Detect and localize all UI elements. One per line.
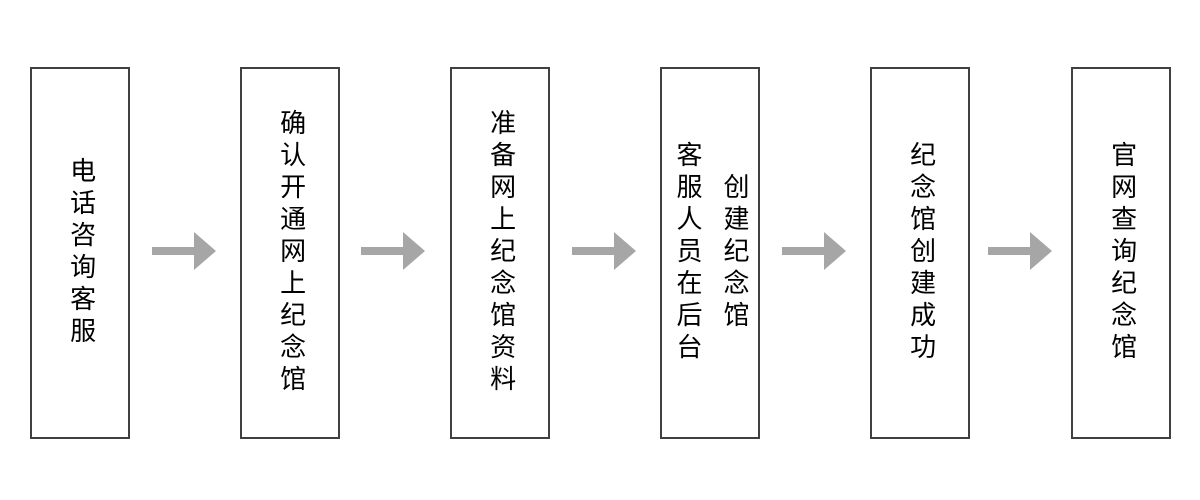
flow-step-3-label: 准备网上纪念馆资料 — [485, 109, 516, 397]
flow-step-5-label: 纪念馆创建成功 — [905, 141, 936, 365]
flow-step-6: 官网查询纪念馆 — [1071, 67, 1171, 439]
arrow-right-icon — [361, 232, 425, 270]
arrow-right-icon — [572, 232, 636, 270]
flow-step-3: 准备网上纪念馆资料 — [450, 67, 550, 439]
flow-step-1-label: 电话咨询客服 — [65, 157, 96, 349]
arrow-right-icon — [152, 232, 216, 270]
flow-step-4-label: 客服人员在后台 创建纪念馆 — [672, 141, 749, 365]
flow-step-5: 纪念馆创建成功 — [870, 67, 970, 439]
arrow-right-icon — [782, 232, 846, 270]
flow-step-1: 电话咨询客服 — [30, 67, 130, 439]
flow-step-6-label: 官网查询纪念馆 — [1106, 141, 1137, 365]
flow-step-2-label: 确认开通网上纪念馆 — [275, 109, 306, 397]
arrow-right-icon — [988, 232, 1052, 270]
flow-step-4: 客服人员在后台 创建纪念馆 — [660, 67, 760, 439]
flow-step-2: 确认开通网上纪念馆 — [240, 67, 340, 439]
